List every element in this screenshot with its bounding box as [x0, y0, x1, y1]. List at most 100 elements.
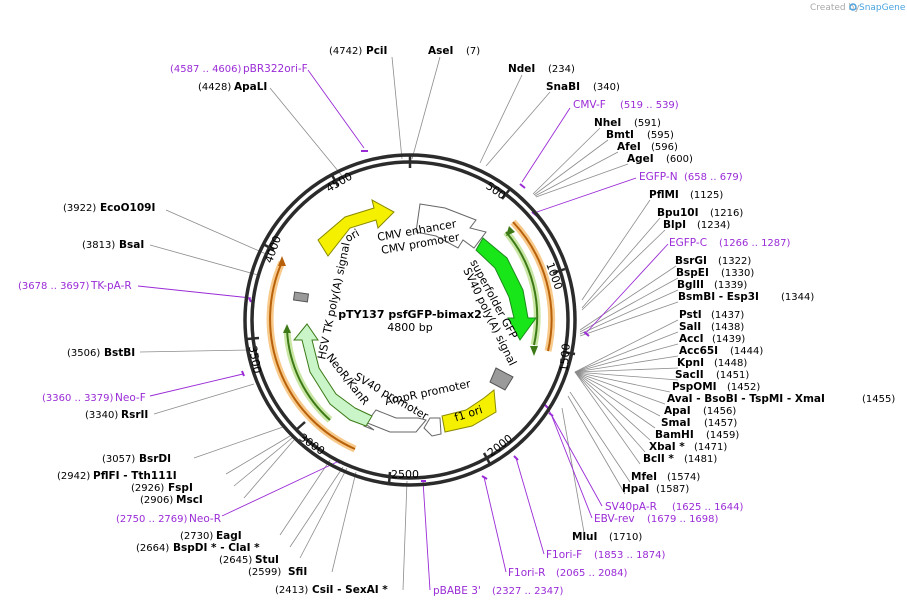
sv40-promoter-arrow — [359, 409, 427, 433]
enzyme-coord: (2645) — [219, 555, 252, 566]
tick-label: 2000 — [485, 432, 515, 459]
enzyme-coord: (596) — [651, 142, 678, 153]
enzyme-coord: (7) — [466, 46, 480, 57]
primer-coord: (2750 .. 2769) — [116, 514, 188, 525]
enzyme-name: AseI — [428, 45, 453, 57]
enzyme-coord: (1216) — [710, 208, 743, 219]
feature-label-ori: ori — [343, 226, 362, 244]
enzyme-coord: (600) — [666, 154, 693, 165]
primer-name: pBABE 3' — [433, 585, 481, 597]
enzyme-coord: (4428) — [198, 82, 231, 93]
enzyme-name: AvaI - BsoBI - TspMI - XmaI — [667, 393, 825, 405]
enzyme-name: KpnI — [677, 357, 704, 369]
primer-coord: (3360 .. 3379) — [42, 393, 114, 404]
enzyme-name: Bpu10I — [657, 207, 699, 219]
enzyme-coord: (1125) — [690, 190, 723, 201]
primer-name: EGFP-N — [639, 171, 678, 183]
primer-labels: (4587 .. 4606) pBR322ori-F CMV-F (519 ..… — [18, 63, 791, 597]
enzyme-name: BspEI — [676, 267, 709, 279]
enzyme-coord: (1438) — [711, 322, 744, 333]
enzyme-coord: (1439) — [712, 334, 745, 345]
enzyme-coord: (1451) — [716, 370, 749, 381]
enzyme-coord: (2599) — [248, 567, 281, 578]
tick-label: 2500 — [391, 468, 419, 481]
enzyme-coord: (1481) — [684, 454, 717, 465]
enzyme-name: NheI — [594, 117, 621, 129]
enzyme-name: MluI — [572, 531, 597, 543]
enzyme-coord: (1574) — [667, 472, 700, 483]
primer-name: TK-pA-R — [90, 280, 132, 292]
feature-label-hsv-tk-polya: HSV TK poly(A) signal — [315, 241, 352, 360]
primer-coord: (1679 .. 1698) — [647, 514, 719, 525]
enzyme-coord: (1339) — [714, 280, 747, 291]
ori-arrow — [317, 199, 395, 257]
enzyme-name: Acc65I — [679, 345, 718, 357]
superfolder-gfp-arrow — [475, 237, 537, 341]
tick-label: 1500 — [557, 343, 572, 372]
enzyme-coord: (3340) — [85, 410, 118, 421]
primer-name: pBR322ori-F — [243, 63, 308, 75]
cmv-enhancer-arrow — [415, 203, 487, 249]
primer-name: Neo-R — [189, 513, 221, 525]
scale-ticks — [246, 174, 576, 485]
enzyme-coord: (2906) — [140, 495, 173, 506]
enzyme-name: SnaBI — [546, 81, 580, 93]
credit-prefix: Created by — [810, 3, 860, 13]
primer-name: Neo-F — [115, 392, 146, 404]
enzyme-coord: (234) — [548, 64, 575, 75]
neor-kanr-arrow — [292, 323, 373, 427]
enzyme-name: ApaI — [664, 405, 691, 417]
snapgene-logo-icon — [849, 3, 857, 11]
enzyme-name: AgeI — [627, 153, 654, 165]
plasmid-length: 4800 bp — [387, 321, 432, 334]
enzyme-name: BsaI — [119, 239, 144, 251]
ampr-promoter-arrow — [423, 417, 442, 437]
primer-name: F1ori-F — [546, 549, 582, 561]
primer-name: SV40pA-R — [605, 501, 657, 513]
enzyme-coord: (1437) — [711, 310, 744, 321]
enzyme-coord: (1471) — [694, 442, 727, 453]
enzyme-coord: (1587) — [656, 484, 689, 495]
enzyme-name: PflFI - Tth111I — [93, 470, 177, 482]
f1-ori-arrow — [441, 389, 497, 433]
enzyme-coord: (591) — [634, 118, 661, 129]
enzyme-coord: (1459) — [706, 430, 739, 441]
enzyme-name: BglII — [677, 279, 704, 291]
enzyme-name: ApaLI — [234, 81, 267, 93]
enzyme-coord: (1234) — [697, 220, 730, 231]
orf-arc-left-outer — [269, 261, 356, 450]
tick-label: 3500 — [246, 345, 264, 375]
arrowhead-icon — [283, 324, 291, 333]
primer-name: EGFP-C — [669, 237, 707, 249]
hsv-tk-polya-box — [292, 291, 310, 303]
enzyme-name: XbaI * — [649, 441, 685, 453]
arrowhead-icon — [530, 346, 538, 356]
enzyme-name: BsmBI - Esp3I — [678, 291, 759, 303]
primer-name: CMV-F — [573, 99, 606, 111]
enzyme-name: HpaI — [622, 483, 649, 495]
enzyme-coord: (1330) — [721, 268, 754, 279]
enzyme-name: BspDI * - ClaI * — [173, 542, 260, 554]
primer-coord: (2065 .. 2084) — [556, 568, 628, 579]
primer-coord: (658 .. 679) — [684, 172, 743, 183]
enzyme-name: BamHI — [655, 429, 694, 441]
enzyme-coord: (2926) — [131, 483, 164, 494]
enzyme-name: PciI — [366, 45, 387, 57]
enzyme-name: SmaI — [661, 417, 691, 429]
enzyme-name: BsrDI — [139, 453, 171, 465]
enzyme-coord: (2664) — [136, 543, 169, 554]
enzyme-coord: (1344) — [781, 292, 814, 303]
enzyme-coord: (1448) — [714, 358, 747, 369]
tick-label: 4500 — [324, 170, 355, 195]
orf-arc-left-inner — [286, 329, 331, 421]
primer-coord: (4587 .. 4606) — [170, 64, 242, 75]
orf-arc-right-outer — [512, 221, 553, 352]
sv40-polya-signal-box — [489, 367, 514, 391]
primer-name: F1ori-R — [508, 567, 545, 579]
arrowhead-icon — [506, 226, 515, 236]
enzyme-name: SacII — [675, 369, 704, 381]
enzyme-name: PstI — [679, 309, 702, 321]
primer-coord: (1853 .. 1874) — [594, 550, 666, 561]
enzyme-coord: (3813) — [82, 240, 115, 251]
orf-arc-right-inner — [505, 231, 539, 346]
